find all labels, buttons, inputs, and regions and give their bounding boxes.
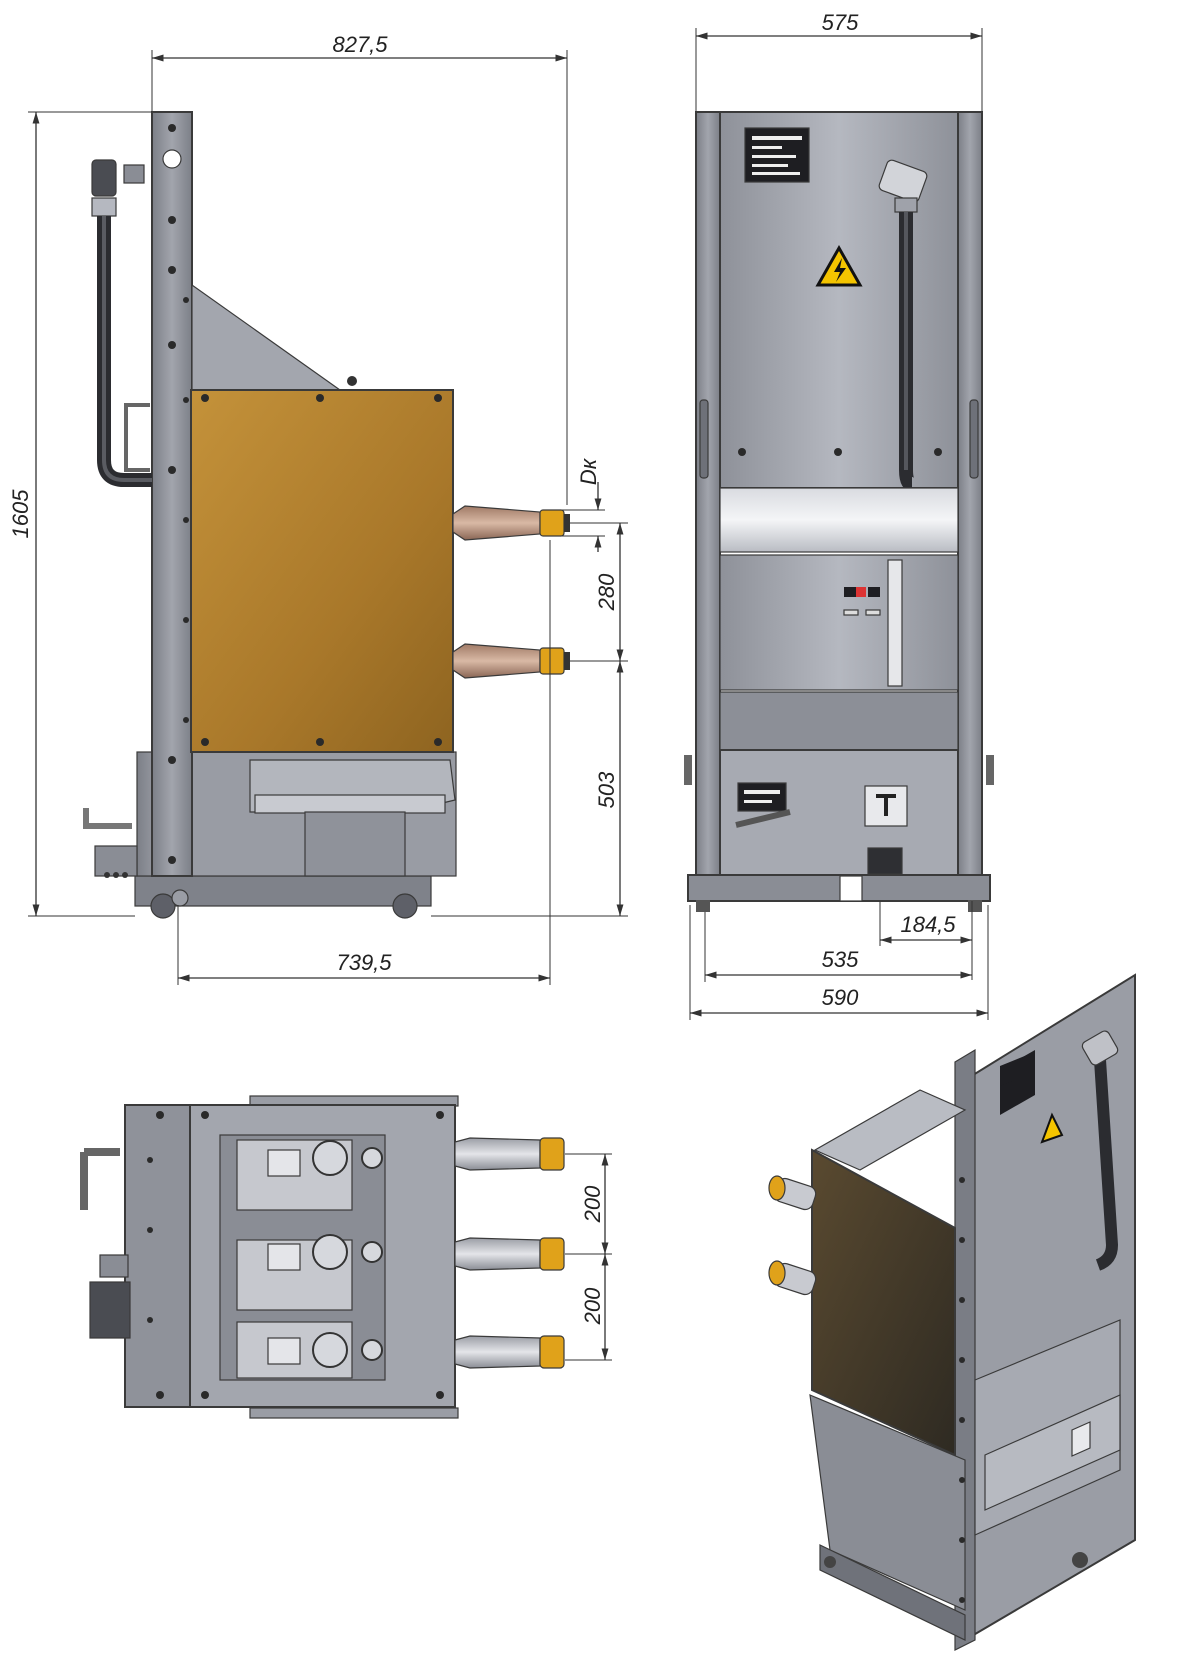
dim-front-width-top: 575 xyxy=(822,10,859,35)
dim-contact-height: 503 xyxy=(594,771,619,808)
nameplate-icon xyxy=(744,127,810,183)
isometric-view xyxy=(768,973,1136,1651)
dim-front-offset: 184,5 xyxy=(900,912,956,937)
dim-pole-pitch-side: 280 xyxy=(594,573,619,611)
dim-wheel-span: 739,5 xyxy=(336,950,392,975)
dim-contact-d: Dк xyxy=(576,457,601,485)
top-view: 200 200 xyxy=(80,1095,612,1419)
dim-side-width: 827,5 xyxy=(332,32,388,57)
side-view: 827,5 1605 Dк 280 503 739,5 xyxy=(8,32,628,985)
dim-pole-pitch-top-1: 200 xyxy=(580,1185,605,1223)
dim-front-width-bottom: 590 xyxy=(822,985,859,1010)
dim-front-width-mid: 535 xyxy=(822,947,859,972)
front-view: 575 184,5 535 590 xyxy=(684,10,994,1020)
high-voltage-warning-icon xyxy=(815,244,863,287)
dim-pole-pitch-top-2: 200 xyxy=(580,1287,605,1325)
dim-side-height: 1605 xyxy=(8,489,33,539)
